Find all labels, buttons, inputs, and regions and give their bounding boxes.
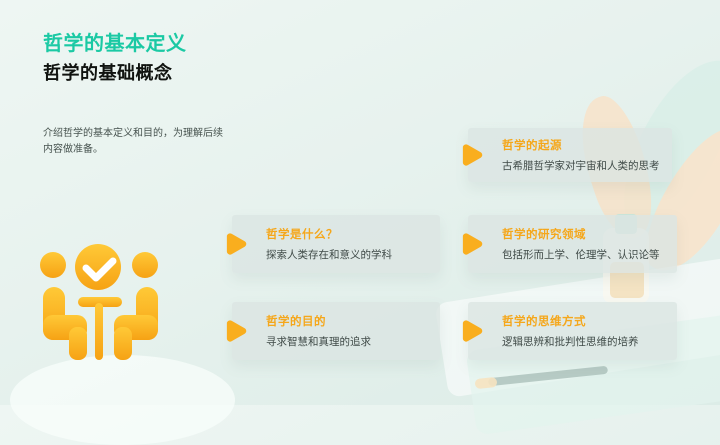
card-description: 逻辑思辨和批判性思维的培养 xyxy=(502,336,639,348)
card-description: 探索人类存在和意义的学科 xyxy=(266,249,392,261)
arrow-right-icon xyxy=(462,320,483,342)
soft-highlight-decoration xyxy=(10,355,235,445)
pen-tip-illustration xyxy=(474,376,498,390)
intro-paragraph: 介绍哲学的基本定义和目的，为理解后续内容做准备。 xyxy=(43,128,223,155)
arrow-right-icon xyxy=(226,233,247,255)
page-title: 哲学的基本定义 xyxy=(43,33,187,55)
card-way-of-thinking: 哲学的思维方式 逻辑思辨和批判性思维的培养 xyxy=(462,302,677,360)
arrow-right-icon xyxy=(462,144,483,166)
arrow-right-icon xyxy=(462,233,483,255)
card-what-is-philosophy: 哲学是什么？ 探索人类存在和意义的学科 xyxy=(226,215,440,273)
card-title: 哲学的思维方式 xyxy=(502,316,586,328)
meeting-table-check-icon xyxy=(40,244,158,360)
card-description: 古希腊哲学家对宇宙和人类的思考 xyxy=(502,160,660,172)
pen-illustration xyxy=(487,365,609,387)
arrow-right-icon xyxy=(226,320,247,342)
card-purpose-of-philosophy: 哲学的目的 寻求智慧和真理的追求 xyxy=(226,302,440,360)
card-title: 哲学的目的 xyxy=(266,316,326,328)
card-research-fields: 哲学的研究领域 包括形而上学、伦理学、认识论等 xyxy=(462,215,677,273)
card-description: 包括形而上学、伦理学、认识论等 xyxy=(502,249,660,261)
card-description: 寻求智慧和真理的追求 xyxy=(266,336,371,348)
card-philosophy-origin: 哲学的起源 古希腊哲学家对宇宙和人类的思考 xyxy=(462,128,672,182)
card-title: 哲学的研究领域 xyxy=(502,229,586,241)
slide-header: 哲学的基本定义 哲学的基础概念 xyxy=(43,27,187,85)
page-subtitle: 哲学的基础概念 xyxy=(43,63,173,83)
card-title: 哲学的起源 xyxy=(502,140,562,152)
card-title: 哲学是什么？ xyxy=(266,229,338,241)
